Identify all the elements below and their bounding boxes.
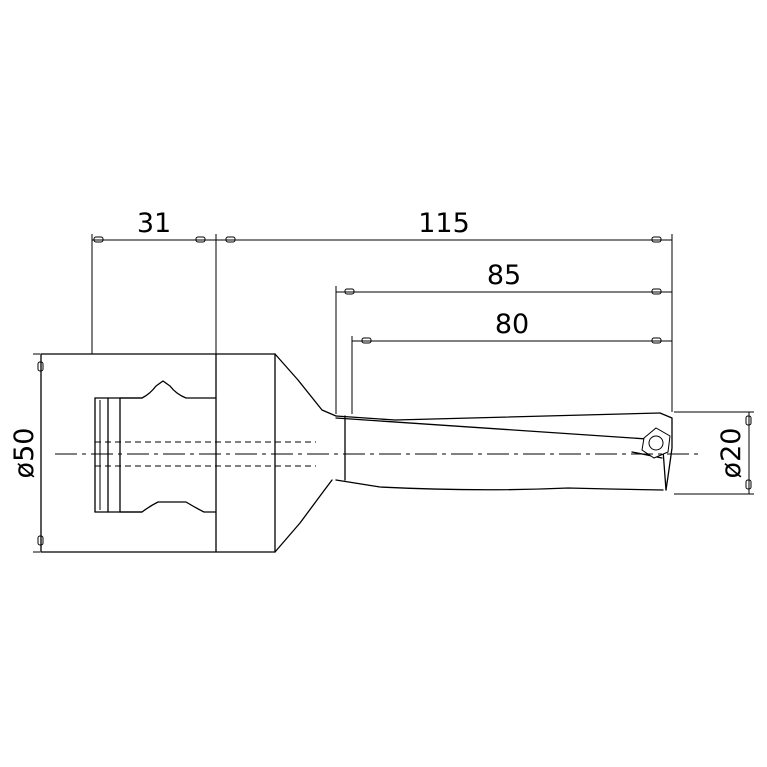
shank-taper [274, 353, 337, 553]
dim-label-phi20: ø20 [716, 428, 747, 479]
dimension-phi20 [745, 412, 752, 494]
shank-body [40, 353, 276, 553]
drill-body [335, 412, 673, 491]
dimension-phi50 [37, 354, 44, 552]
insert-screw [648, 435, 664, 451]
dim-label-phi50: ø50 [9, 428, 40, 479]
dim-label-31: 31 [137, 208, 171, 239]
dimension-85 [336, 288, 672, 295]
cutting-insert [641, 427, 671, 459]
extension-lines [33, 234, 754, 553]
dim-label-115: 115 [418, 208, 470, 239]
dimension-80 [352, 337, 672, 344]
dim-label-80: 80 [495, 309, 529, 340]
centerline [55, 441, 700, 467]
dim-label-85: 85 [487, 260, 521, 291]
dimension-31 [92, 236, 216, 243]
dimension-115 [216, 236, 672, 243]
